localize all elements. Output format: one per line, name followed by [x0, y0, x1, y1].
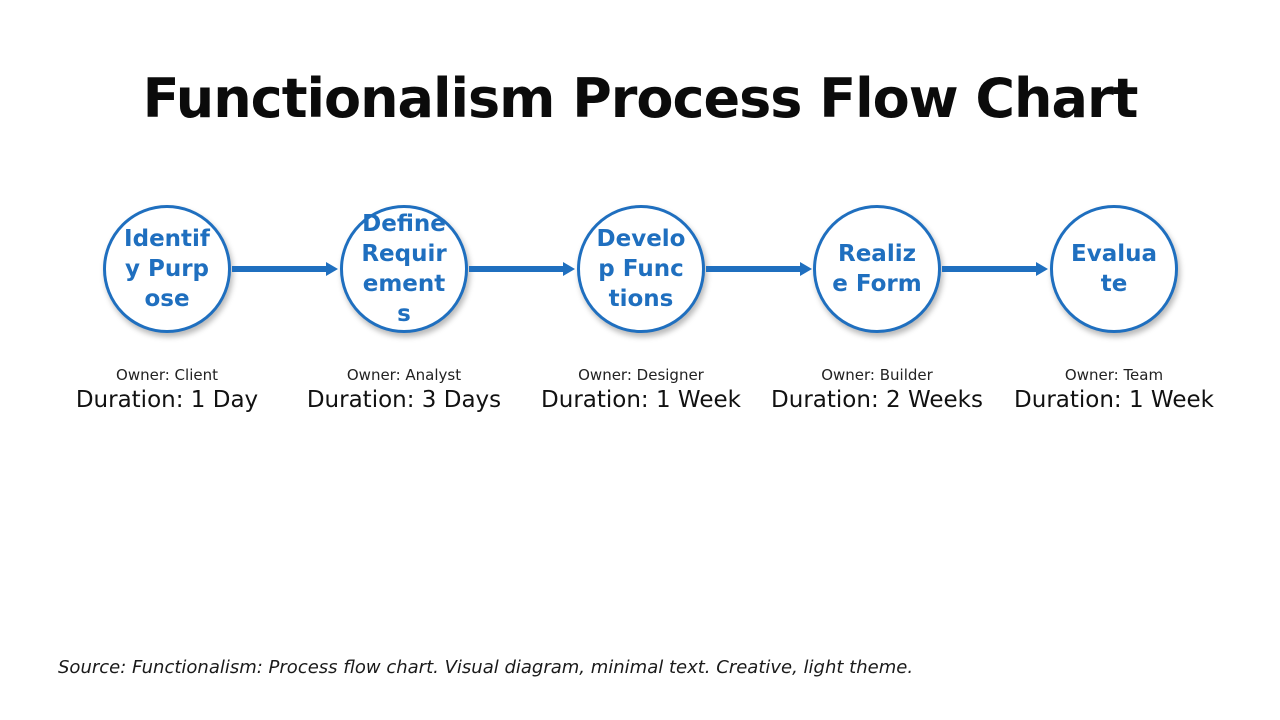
- step-meta: Owner: Team Duration: 1 Week: [994, 365, 1234, 415]
- step-label: Identify Purpose: [124, 226, 210, 312]
- flow-arrow-4: [942, 262, 1048, 276]
- step-circle: Realize Form: [813, 205, 941, 333]
- step-owner: Owner: Client: [116, 366, 218, 384]
- step-owner: Owner: Builder: [821, 366, 933, 384]
- step-duration: Duration: 2 Weeks: [771, 387, 983, 413]
- step-meta: Owner: Client Duration: 1 Day: [47, 365, 287, 415]
- flow-arrow-1: [232, 262, 338, 276]
- flow-arrow-2: [469, 262, 575, 276]
- step-label: Define Requirements: [361, 211, 447, 327]
- step-circle: Evaluate: [1050, 205, 1178, 333]
- step-owner: Owner: Team: [1064, 366, 1164, 384]
- step-duration: Duration: 1 Week: [541, 387, 741, 413]
- step-meta: Owner: Designer Duration: 1 Week: [521, 365, 761, 415]
- flow-arrow-3: [706, 262, 812, 276]
- step-label: Realize Form: [832, 241, 922, 297]
- step-meta: Owner: Analyst Duration: 3 Days: [284, 365, 524, 415]
- page-title: Functionalism Process Flow Chart: [142, 67, 1139, 130]
- step-circle: Develop Functions: [577, 205, 705, 333]
- step-owner: Owner: Analyst: [346, 366, 462, 384]
- step-duration: Duration: 3 Days: [306, 387, 502, 413]
- step-duration: Duration: 1 Day: [75, 387, 259, 413]
- step-meta: Owner: Builder Duration: 2 Weeks: [757, 365, 997, 415]
- step-circle: Identify Purpose: [103, 205, 231, 333]
- step-label: Evaluate: [1070, 241, 1157, 297]
- step-label: Develop Functions: [596, 226, 686, 312]
- step-owner: Owner: Designer: [578, 366, 704, 384]
- source-note: Source: Functionalism: Process flow char…: [58, 657, 914, 678]
- step-duration: Duration: 1 Week: [1014, 387, 1214, 413]
- step-circle: Define Requirements: [340, 205, 468, 333]
